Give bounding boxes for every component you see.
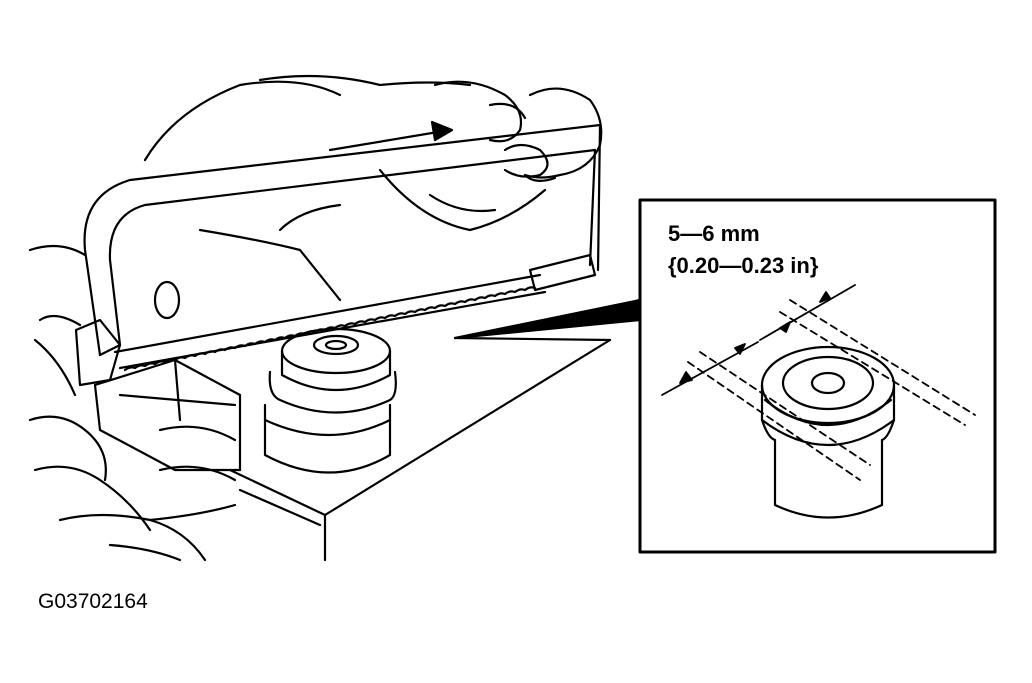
dimension-label-mm: 5—6 mm bbox=[668, 221, 760, 246]
work-table bbox=[228, 336, 612, 562]
detail-bushing bbox=[760, 345, 896, 519]
callout-pointer bbox=[453, 298, 642, 340]
lower-hand bbox=[28, 244, 237, 562]
detail-callout-box bbox=[638, 198, 997, 554]
dimension-label-in: {0.20—0.23 in} bbox=[668, 253, 819, 278]
dimension-arrows bbox=[661, 284, 856, 396]
vise-jaw bbox=[93, 358, 242, 472]
hacksaw-frame bbox=[74, 123, 602, 387]
bushing-in-vise bbox=[263, 327, 397, 474]
upper-hand bbox=[143, 74, 603, 302]
cut-guide-lines bbox=[687, 299, 976, 481]
saw-direction-arrow bbox=[328, 120, 454, 152]
hacksaw-blade bbox=[113, 273, 547, 372]
figure-id-code: G03702164 bbox=[38, 590, 148, 613]
